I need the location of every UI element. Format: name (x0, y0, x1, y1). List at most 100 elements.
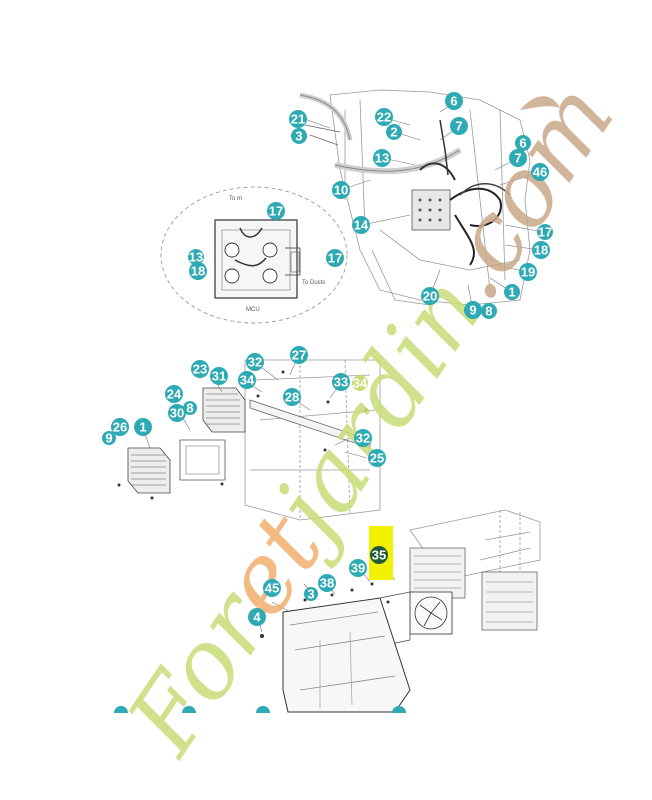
callout-middle-10[interactable]: 26 (111, 418, 129, 436)
callout-bottom-5[interactable]: 4 (248, 608, 266, 626)
svg-text:9: 9 (469, 303, 476, 318)
callout-top-5[interactable]: 2 (386, 124, 402, 140)
callouts-middle: 23 32 27 31 34 24 33 34 28 30 26 1 8 9 3… (102, 346, 386, 467)
svg-text:23: 23 (193, 362, 207, 377)
svg-text:30: 30 (170, 406, 184, 421)
callout-middle-5[interactable]: 24 (165, 385, 183, 403)
callout-top-6[interactable]: 6 (515, 135, 531, 151)
svg-text:20: 20 (423, 289, 437, 304)
callout-middle-8[interactable]: 28 (283, 388, 301, 406)
svg-text:18: 18 (191, 264, 205, 279)
bottom-assembly (114, 509, 541, 713)
svg-text:34: 34 (353, 376, 368, 391)
svg-text:3: 3 (307, 587, 314, 602)
callout-bottom-1[interactable]: 3 (304, 587, 318, 602)
inset-detail: To m To Dusts MCU (160, 186, 348, 324)
callout-middle-13[interactable]: 9 (102, 431, 116, 446)
callout-top-8[interactable]: 7 (509, 149, 527, 167)
callout-top-4[interactable]: 3 (291, 128, 307, 144)
svg-text:6: 6 (519, 136, 526, 151)
callout-middle-6[interactable]: 33 (332, 373, 350, 391)
callout-top-18[interactable]: 19 (519, 263, 537, 281)
svg-text:33: 33 (334, 375, 348, 390)
svg-text:31: 31 (212, 369, 226, 384)
callouts-top: 6 21 22 7 3 2 6 13 7 46 10 17 14 17 13 1… (188, 92, 553, 319)
svg-text:1: 1 (139, 420, 146, 435)
svg-text:10: 10 (334, 183, 348, 198)
callout-top-20[interactable]: 20 (421, 287, 439, 305)
svg-text:13: 13 (375, 151, 389, 166)
svg-text:14: 14 (354, 218, 369, 233)
callout-top-11[interactable]: 17 (267, 202, 285, 220)
callout-top-16[interactable]: 17 (326, 249, 344, 267)
callout-top-13[interactable]: 17 (537, 224, 553, 240)
svg-text:3: 3 (295, 129, 302, 144)
callout-top-23[interactable]: 8 (481, 303, 497, 319)
callout-bottom-0[interactable]: 35 (370, 546, 388, 564)
svg-text:9: 9 (105, 431, 112, 446)
callout-top-7[interactable]: 13 (373, 149, 391, 167)
contactor-box (214, 219, 298, 299)
callout-top-3[interactable]: 7 (450, 117, 468, 135)
callout-middle-2[interactable]: 27 (290, 346, 308, 364)
svg-text:17: 17 (269, 204, 283, 219)
callout-middle-1[interactable]: 32 (246, 353, 264, 371)
svg-text:1: 1 (508, 285, 515, 300)
svg-text:19: 19 (521, 265, 535, 280)
svg-text:32: 32 (248, 355, 262, 370)
callout-top-10[interactable]: 10 (332, 181, 350, 199)
callout-top-1[interactable]: 21 (289, 110, 307, 128)
callout-bottom-2[interactable]: 38 (318, 574, 336, 592)
callout-middle-14[interactable]: 32 (354, 429, 372, 447)
callout-top-14[interactable]: 13 (188, 249, 204, 265)
callout-middle-4[interactable]: 34 (238, 371, 256, 389)
callout-top-21[interactable]: 1 (504, 284, 520, 300)
callout-bottom-4[interactable]: 45 (263, 579, 281, 597)
svg-text:17: 17 (328, 251, 342, 266)
svg-text:27: 27 (292, 348, 306, 363)
svg-text:6: 6 (450, 94, 457, 109)
svg-text:35: 35 (372, 548, 386, 563)
callout-bottom-3[interactable]: 39 (349, 559, 367, 577)
svg-text:24: 24 (167, 387, 182, 402)
inset-label-to-motor: To m (229, 196, 242, 202)
svg-text:17: 17 (538, 225, 552, 240)
inset-label-mcu: MCU (246, 307, 260, 313)
callout-middle-7[interactable]: 34 (352, 375, 368, 391)
inset-dashed-outline (160, 186, 348, 324)
callout-middle-15[interactable]: 25 (368, 449, 386, 467)
callout-middle-12[interactable]: 8 (183, 401, 197, 416)
svg-text:45: 45 (265, 581, 279, 596)
svg-text:34: 34 (240, 373, 255, 388)
svg-text:8: 8 (485, 304, 492, 319)
svg-text:18: 18 (534, 243, 548, 258)
callout-top-17[interactable]: 18 (532, 241, 550, 259)
callout-top-12[interactable]: 14 (352, 216, 370, 234)
svg-text:25: 25 (370, 451, 384, 466)
top-assembly (299, 89, 545, 311)
callout-middle-11[interactable]: 1 (134, 418, 152, 436)
svg-text:4: 4 (253, 610, 261, 625)
svg-text:13: 13 (189, 250, 203, 265)
svg-text:39: 39 (351, 561, 365, 576)
svg-text:28: 28 (285, 390, 299, 405)
callout-middle-0[interactable]: 23 (191, 360, 209, 378)
callout-top-0[interactable]: 6 (445, 92, 463, 110)
callout-top-15[interactable]: 18 (189, 262, 207, 280)
svg-text:32: 32 (356, 431, 370, 446)
watermark-leaf-icon (520, 96, 560, 110)
svg-text:7: 7 (514, 151, 521, 166)
callout-top-22[interactable]: 9 (464, 301, 482, 319)
svg-text:22: 22 (377, 110, 391, 125)
svg-text:8: 8 (186, 401, 193, 416)
svg-text:46: 46 (533, 165, 547, 180)
svg-text:38: 38 (320, 576, 334, 591)
svg-text:26: 26 (113, 420, 127, 435)
svg-text:7: 7 (455, 119, 462, 134)
callout-middle-9[interactable]: 30 (168, 404, 186, 422)
svg-text:2: 2 (390, 125, 397, 140)
callout-top-9[interactable]: 46 (531, 163, 549, 181)
callout-middle-3[interactable]: 31 (210, 367, 228, 385)
callout-top-2[interactable]: 22 (375, 108, 393, 126)
